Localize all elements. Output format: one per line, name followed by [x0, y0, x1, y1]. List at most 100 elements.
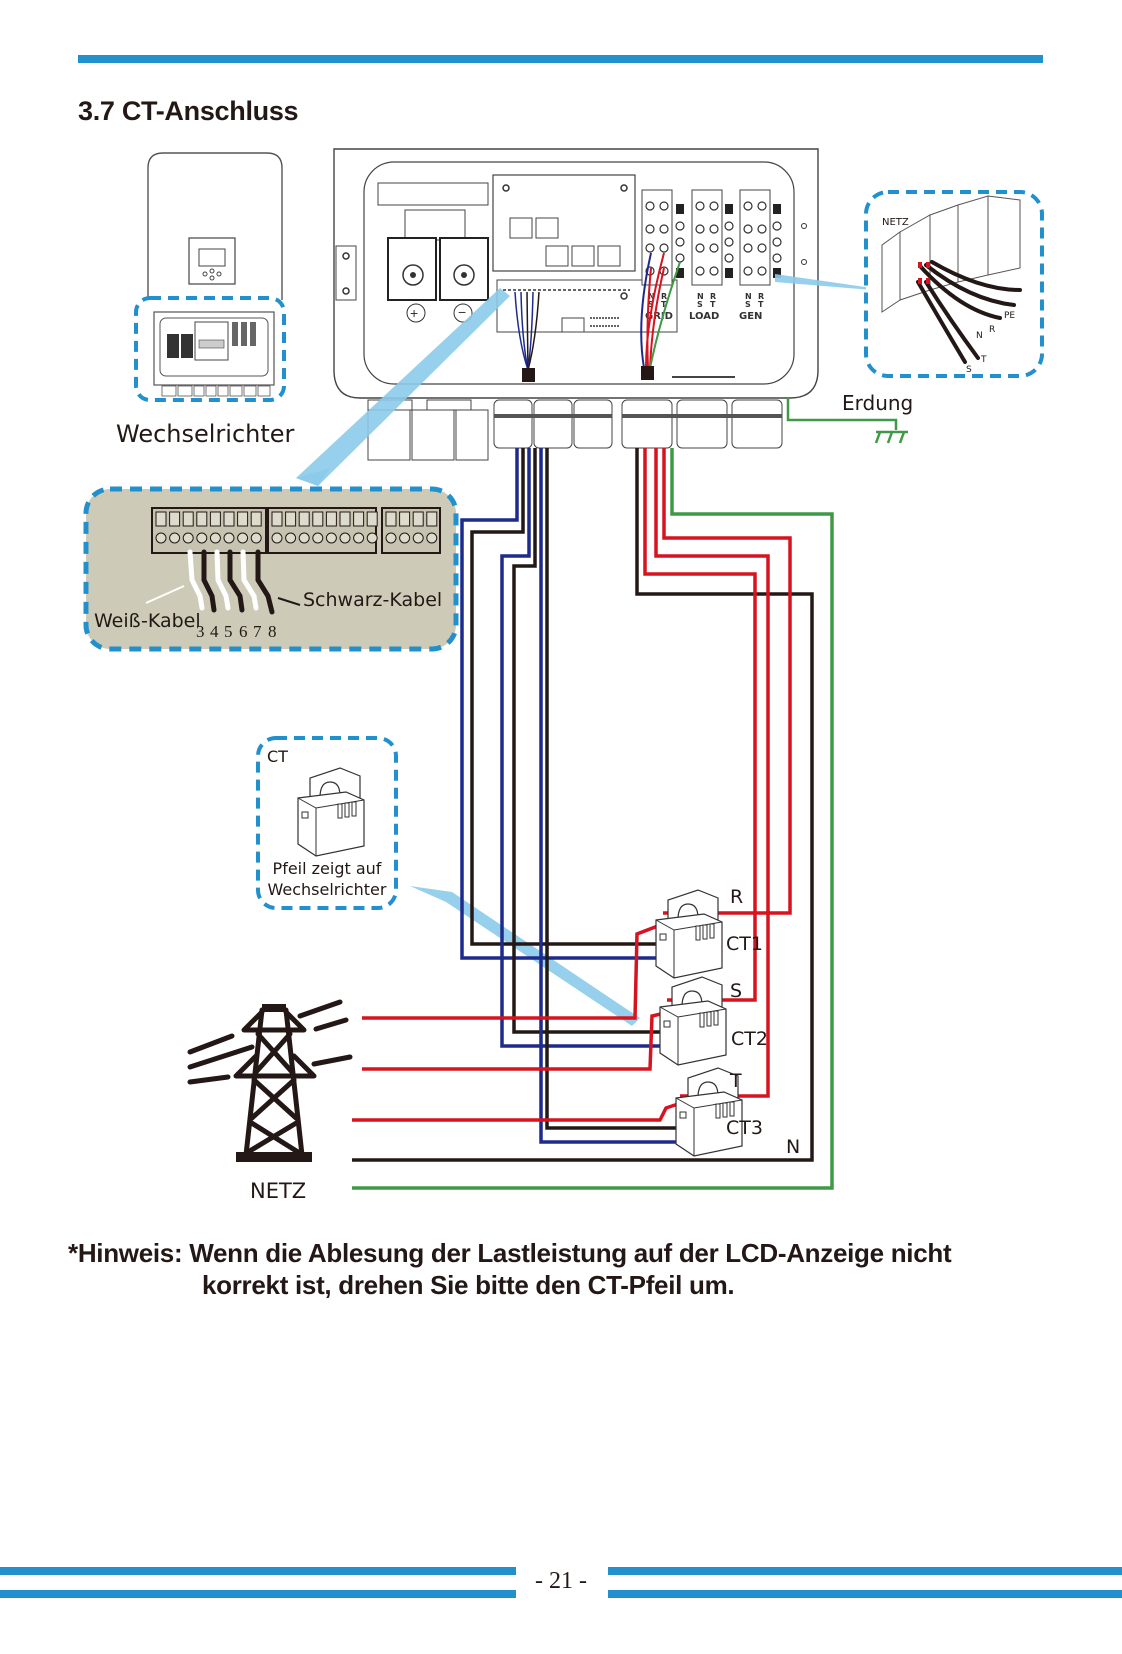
terminal-socket — [353, 532, 365, 544]
header-accent-bar — [78, 55, 1043, 63]
ct-sensor-callout: CT Pfeil zeigt auf Wechselrichter — [256, 736, 398, 910]
terminal-screw — [325, 511, 337, 527]
terminal-grid-label: GRID — [645, 311, 673, 322]
terminal-socket — [223, 532, 235, 544]
ct3-label: CT3 — [726, 1117, 763, 1139]
svg-text:R: R — [989, 325, 995, 335]
ct2-sensor — [659, 976, 727, 1066]
svg-text:R: R — [710, 292, 716, 301]
svg-text:S: S — [966, 365, 972, 375]
svg-text:S: S — [648, 300, 654, 309]
phase-n-label: N — [786, 1136, 800, 1158]
footer-bar-bottom-left — [0, 1590, 516, 1598]
black-cable-label: Schwarz-Kabel — [303, 589, 442, 611]
terminal-screw — [399, 511, 411, 527]
terminal-screw — [271, 511, 283, 527]
phase-s-label: S — [730, 980, 742, 1002]
terminal-socket — [312, 532, 324, 544]
white-cable-label: Weiß-Kabel — [94, 610, 201, 632]
terminal-socket — [271, 532, 283, 544]
svg-text:5: 5 — [224, 622, 233, 641]
callout-pointer-comm — [296, 288, 510, 486]
terminal-screw — [426, 511, 438, 527]
inverter-wiring-compartment: + − — [333, 148, 819, 461]
terminal-socket — [385, 532, 397, 544]
terminal-screw — [182, 511, 194, 527]
svg-text:−: − — [458, 304, 466, 320]
svg-text:S: S — [697, 300, 703, 309]
terminal-socket — [298, 532, 310, 544]
terminal-socket — [209, 532, 221, 544]
terminal-socket — [155, 532, 167, 544]
terminal-screw — [353, 511, 365, 527]
terminal-screw — [196, 511, 208, 527]
svg-text:T: T — [758, 300, 764, 309]
terminal-screw — [339, 511, 351, 527]
ct1-label: CT1 — [726, 933, 763, 955]
svg-text:3: 3 — [196, 622, 205, 641]
svg-text:T: T — [980, 355, 987, 365]
power-tower-icon — [187, 999, 353, 1162]
terminal-socket — [412, 532, 424, 544]
terminal-screw — [155, 511, 167, 527]
footer-bar-top-left — [0, 1567, 516, 1575]
wiring — [352, 448, 834, 1190]
terminal-screw — [385, 511, 397, 527]
terminal-socket — [250, 532, 262, 544]
terminal-screw — [250, 511, 262, 527]
svg-text:R: R — [758, 292, 764, 301]
terminal-socket — [196, 532, 208, 544]
grounding-symbol: Erdung — [786, 391, 913, 444]
ct2-label: CT2 — [731, 1028, 768, 1050]
zoom-highlight-frame — [134, 296, 286, 402]
comm-terminal-callout: Weiß-Kabel Schwarz-Kabel 3 4 5 6 7 8 — [83, 486, 459, 652]
svg-text:+: + — [410, 305, 418, 321]
terminal-screw — [285, 511, 297, 527]
footer-bar-top-right — [608, 1567, 1122, 1575]
ct1-sensor — [655, 889, 723, 979]
grounding-label: Erdung — [842, 391, 913, 415]
phase-t-label: T — [729, 1070, 742, 1092]
terminal-screw — [298, 511, 310, 527]
svg-text:NETZ: NETZ — [882, 217, 909, 228]
terminal-screw — [209, 511, 221, 527]
terminal-socket — [237, 532, 249, 544]
svg-text:R: R — [661, 292, 667, 301]
hint-note-line2: korrekt ist, drehen Sie bitte den CT-Pfe… — [202, 1270, 735, 1300]
inverter-label: Wechselrichter — [116, 420, 295, 448]
terminal-screw — [169, 511, 181, 527]
svg-text:PE: PE — [1004, 311, 1015, 321]
terminal-screw — [412, 511, 424, 527]
svg-text:Wechselrichter: Wechselrichter — [268, 880, 387, 899]
terminal-screw — [312, 511, 324, 527]
terminal-socket — [182, 532, 194, 544]
callout-pointer-ct — [410, 886, 640, 1026]
phase-r-label: R — [730, 886, 743, 908]
terminal-socket — [285, 532, 297, 544]
grid-breaker-callout: NETZ PE R N T S — [864, 190, 1044, 378]
terminal-socket — [169, 532, 181, 544]
hint-note-line1: *Hinweis: Wenn die Ablesung der Lastleis… — [68, 1238, 952, 1268]
svg-text:8: 8 — [268, 622, 277, 641]
terminal-screw — [366, 511, 378, 527]
svg-text:4: 4 — [210, 622, 219, 641]
footer-bar-bottom-right — [608, 1590, 1122, 1598]
terminal-socket — [339, 532, 351, 544]
terminal-socket — [426, 532, 438, 544]
terminal-socket — [366, 532, 378, 544]
page-number: - 21 - — [535, 1568, 587, 1594]
svg-text:N: N — [697, 292, 704, 301]
terminal-screw — [223, 511, 235, 527]
terminal-screw — [237, 511, 249, 527]
terminal-socket — [399, 532, 411, 544]
svg-text:T: T — [661, 300, 667, 309]
svg-text:N: N — [976, 331, 983, 341]
inverter-overview: Wechselrichter — [116, 152, 295, 448]
svg-text:CT: CT — [267, 747, 288, 766]
svg-text:7: 7 — [253, 622, 262, 641]
svg-text:S: S — [745, 300, 751, 309]
svg-text:6: 6 — [239, 622, 248, 641]
section-title: 3.7 CT-Anschluss — [78, 96, 299, 126]
